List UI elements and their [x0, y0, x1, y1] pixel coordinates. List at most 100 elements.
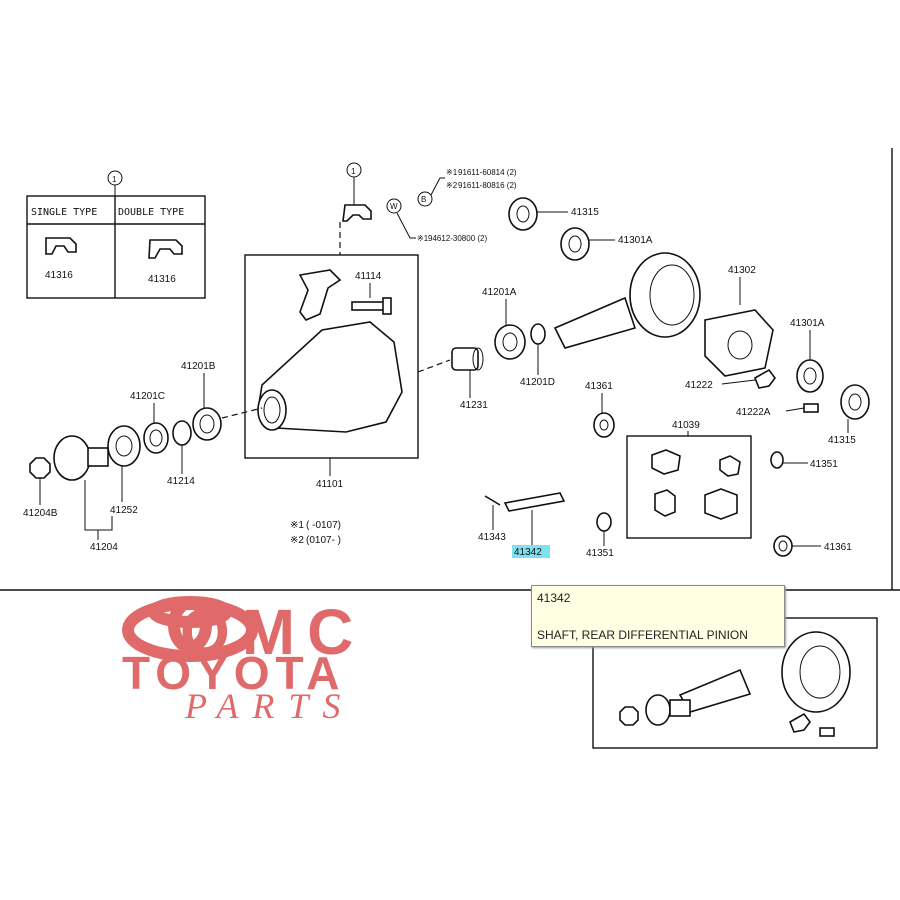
pinion-shaft-group: 41343 41342 [478, 492, 566, 558]
part-label-41201C[interactable]: 41201C [130, 391, 165, 402]
carrier-cap-icon [298, 269, 342, 321]
differential-internals: 41361 41039 41351 41351 41361 [585, 381, 852, 559]
top-bracket-group: 1 W ※1 94612-30800 (2) B ※1 91611-60814 … [339, 162, 517, 255]
part-label-41214[interactable]: 41214 [167, 476, 195, 487]
part-label-41351-right[interactable]: 41351 [810, 459, 838, 470]
period-notes: ※1 ( -0107) ※2 (0107- ) [290, 520, 341, 546]
bearing-41315-right-icon [840, 384, 870, 420]
logo-toyota: TOYOTA [122, 647, 346, 699]
washer-41351-bottom-icon [596, 512, 612, 532]
note-2-mark: ※2 [446, 181, 458, 190]
part-label-41361-top[interactable]: 41361 [585, 381, 613, 392]
part-label-41361-right[interactable]: 41361 [824, 542, 852, 553]
note-2-part-number[interactable]: 91611-80816 (2) [458, 181, 517, 190]
inset-seal-icon [645, 694, 671, 726]
bracket-double-icon [148, 239, 183, 259]
period-2-mark: ※2 [290, 535, 304, 546]
bearing-41301A-top-icon [560, 227, 590, 261]
bracket-41316-icon [342, 204, 372, 222]
bolt-41222A-icon [803, 403, 819, 413]
part-label-41315-top[interactable]: 41315 [571, 207, 599, 218]
side-gear-2-icon [704, 488, 738, 520]
bracket-single-icon [45, 237, 77, 255]
tooltip-part-number: 41342 [537, 591, 571, 605]
inset-spacer-icon [669, 699, 691, 717]
differential-case-icon [704, 309, 774, 377]
period-2-text: (0107- ) [306, 535, 341, 546]
double-type-header: DOUBLE TYPE [118, 207, 184, 218]
logo-omc: OMC [180, 596, 366, 668]
pinion-assembly-left: 41201B 41214 41201C 41252 41204 41204B [23, 361, 263, 553]
carrier-opening-icon [257, 389, 287, 431]
w-note-mark: ※1 [417, 234, 429, 243]
part-label-41301A-right[interactable]: 41301A [790, 318, 825, 329]
carrier-box: 41114 41101 [244, 254, 419, 490]
part-label-41204B[interactable]: 41204B [23, 508, 58, 519]
part-label-41201A-center[interactable]: 41201A [482, 287, 517, 298]
inset-lock-plate-icon [788, 712, 811, 733]
part-label-41342[interactable]: 41342 [514, 547, 542, 558]
spacer-41231-icon [451, 347, 479, 371]
gear-kit-box [626, 435, 752, 539]
washer-41351-right-icon [770, 451, 784, 469]
ring-gear-group: 41302 41301A 41315 41222 41222A [553, 252, 870, 446]
type-box: 1 SINGLE TYPE DOUBLE TYPE 41316 41316 [26, 170, 206, 299]
inset-bolt-icon [819, 727, 835, 737]
inset-diagram [592, 617, 878, 749]
part-tooltip: 41342 SHAFT, REAR DIFFERENTIAL PINION [531, 585, 785, 647]
circle-1-icon [107, 170, 123, 186]
circle-1-label: 1 [112, 175, 117, 184]
w-note-part-number[interactable]: 94612-30800 (2) [428, 234, 487, 243]
part-label-41315-right[interactable]: 41315 [828, 435, 856, 446]
part-label-41201B[interactable]: 41201B [181, 361, 216, 372]
tooltip-description: SHAFT, REAR DIFFERENTIAL PINION [537, 628, 748, 642]
pinion-shaft-drive-icon [553, 296, 637, 349]
thrust-washer-41361-icon [593, 412, 615, 438]
bearing-41201B-icon [192, 407, 222, 441]
part-label-41039[interactable]: 41039 [672, 420, 700, 431]
bolt-head-icon [382, 297, 392, 315]
pin-41343-icon [484, 495, 501, 506]
spacer-41214-icon [172, 420, 192, 446]
nut-41204B-icon [29, 457, 51, 479]
part-label-41302[interactable]: 41302 [728, 265, 756, 276]
part-label-41351-bottom[interactable]: 41351 [586, 548, 614, 559]
flange-hub-icon [87, 447, 109, 467]
part-label-41222[interactable]: 41222 [685, 380, 713, 391]
toyota-emblem-icon [122, 596, 258, 662]
period-1-text: ( -0107) [306, 520, 341, 531]
highlight-41342 [512, 545, 550, 558]
part-label-41343[interactable]: 41343 [478, 532, 506, 543]
side-gear-icon [651, 449, 681, 475]
oil-seal-41252-icon [107, 425, 141, 467]
circle-w-label: W [390, 202, 398, 211]
center-bearings: 41231 41201A 41201D [417, 287, 555, 411]
part-label-41201D[interactable]: 41201D [520, 377, 555, 388]
lock-plate-41222-icon [753, 368, 776, 389]
logo-parts: PARTS [185, 686, 355, 726]
part-label-41231[interactable]: 41231 [460, 400, 488, 411]
note-1-part-number[interactable]: 91611-60814 (2) [458, 168, 517, 177]
pinion-gear-2-icon [654, 489, 676, 517]
bearing-41201A-icon [494, 324, 526, 360]
part-label-41114[interactable]: 41114 [355, 271, 382, 282]
single-type-part-number[interactable]: 41316 [45, 270, 73, 281]
double-type-part-number[interactable]: 41316 [148, 274, 176, 285]
inset-nut-icon [619, 706, 639, 726]
part-label-41204[interactable]: 41204 [90, 542, 118, 553]
pinion-shaft-41342-icon [503, 492, 566, 512]
part-label-41101[interactable]: 41101 [316, 479, 344, 490]
part-label-41301A-top[interactable]: 41301A [618, 235, 653, 246]
circle-b-icon [417, 191, 433, 207]
period-1-mark: ※1 [290, 520, 304, 531]
top-right-bearings: 41315 41301A [508, 197, 653, 261]
part-label-41222A[interactable]: 41222A [736, 407, 771, 418]
bearing-41201C-icon [143, 422, 169, 454]
circle-b-label: B [421, 195, 426, 204]
note-1-mark: ※1 [446, 168, 458, 177]
single-type-header: SINGLE TYPE [31, 207, 97, 218]
bearing-41301A-right-icon [796, 359, 824, 393]
circle-1-top-label: 1 [351, 167, 356, 176]
part-label-41252[interactable]: 41252 [110, 505, 138, 516]
